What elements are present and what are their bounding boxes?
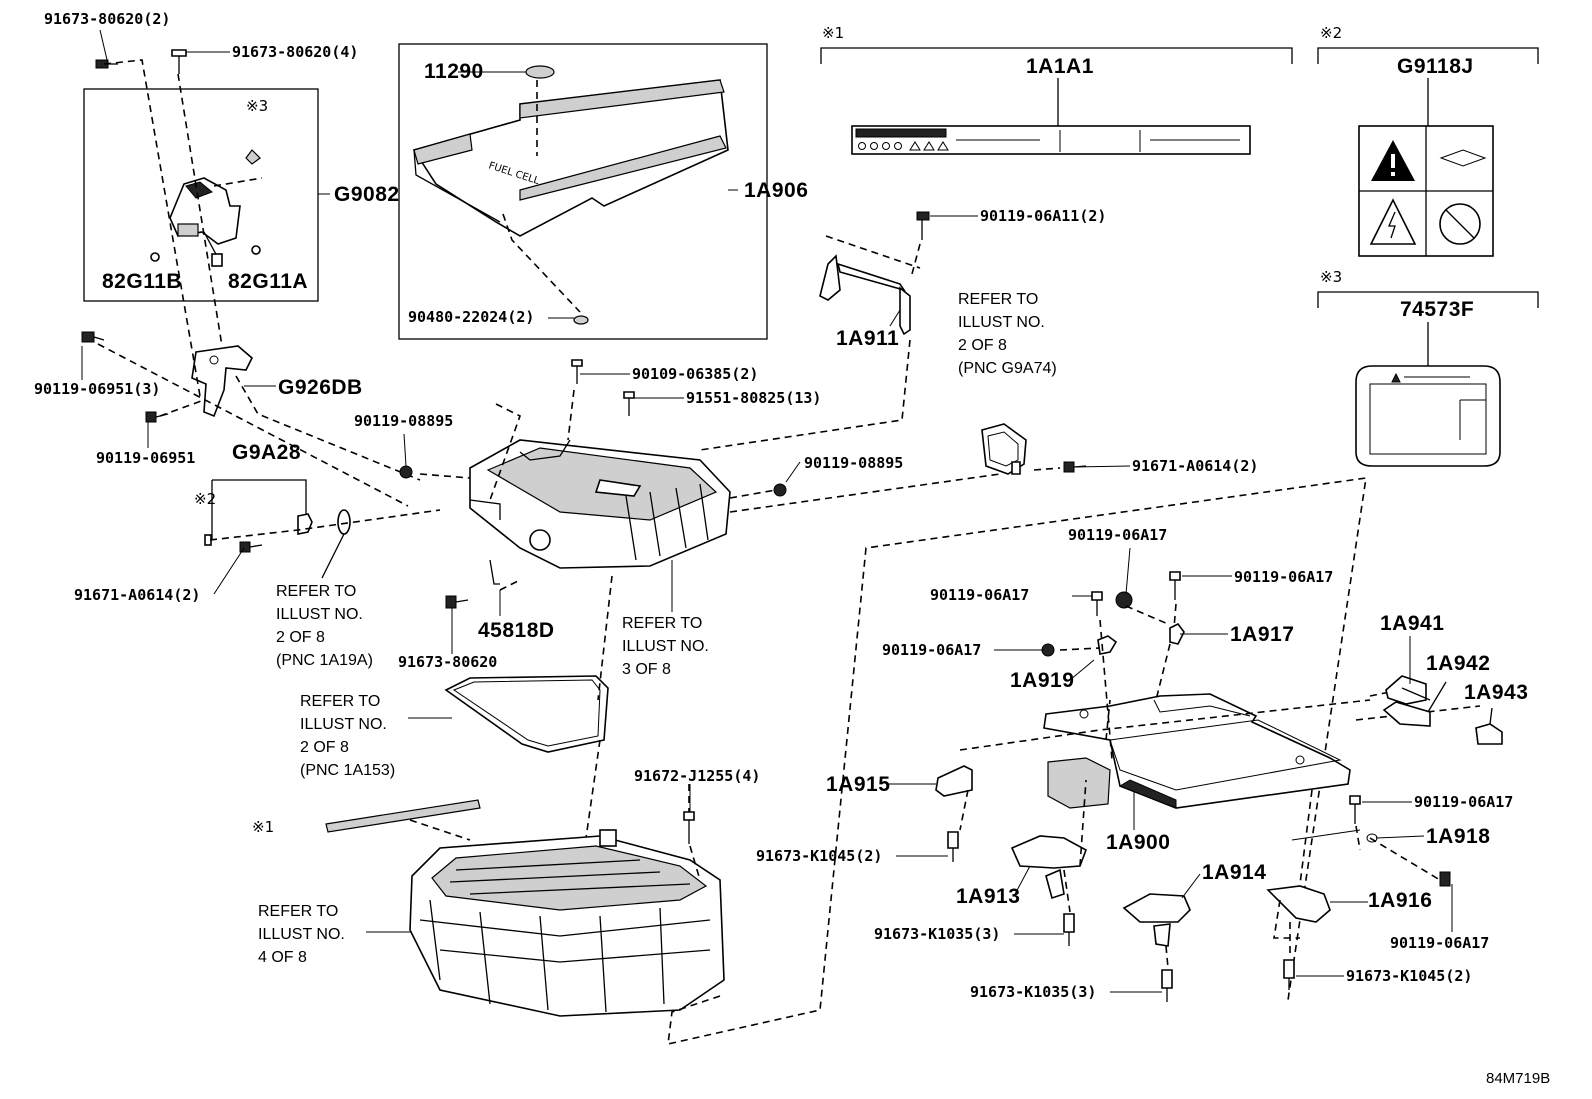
part-label[interactable]: 1A919	[1010, 669, 1075, 692]
refer-note: REFER TO ILLUST NO. 3 OF 8	[622, 615, 709, 678]
sensor-assembly-icon	[150, 149, 261, 267]
gasket-icon	[444, 675, 609, 753]
part-label[interactable]: G9118J	[1397, 55, 1474, 78]
bolt-icon	[399, 359, 787, 609]
refer-note: REFER TO ILLUST NO. 2 OF 8 (PNC G9A74)	[958, 291, 1057, 377]
part-label[interactable]: 1A916	[1368, 889, 1433, 912]
part-label[interactable]: 91673-K1045(2)	[756, 847, 883, 865]
bracket-1a913-icon	[1010, 835, 1087, 946]
part-label[interactable]: 90119-08895	[354, 412, 454, 430]
part-label[interactable]: 74573F	[1400, 298, 1475, 321]
bracket-g9a28-icon	[204, 509, 351, 553]
engine-cover-icon: FUEL CELL	[412, 65, 729, 325]
bracket-note2	[1317, 47, 1539, 64]
part-label[interactable]: 90119-06A17	[882, 641, 982, 659]
part-label[interactable]: 90119-06951	[96, 449, 196, 467]
note-marker: ※2	[194, 490, 217, 508]
part-label[interactable]: 1A913	[956, 885, 1021, 908]
refer-note: REFER TO ILLUST NO. 4 OF 8	[258, 903, 345, 966]
part-label[interactable]: 91673-80620(4)	[232, 43, 359, 61]
part-label[interactable]: 1A906	[744, 179, 809, 202]
part-label[interactable]: 1A941	[1380, 612, 1445, 635]
bracket-note1	[820, 47, 1293, 64]
leader-lines	[81, 29, 1453, 993]
part-label[interactable]: 1A900	[1106, 831, 1171, 854]
part-label[interactable]: 91551-80825(13)	[686, 389, 822, 407]
bolt-icon	[81, 49, 187, 423]
part-label[interactable]: 91673-80620	[398, 653, 498, 671]
part-label[interactable]: G9A28	[232, 441, 302, 464]
bracket-1a916-icon	[1266, 885, 1331, 990]
part-label[interactable]: 45818D	[478, 619, 555, 642]
bracket-1a915-icon	[935, 765, 973, 862]
part-label[interactable]: 90119-06A17	[930, 586, 1030, 604]
note-marker: ※1	[822, 24, 845, 42]
cover-box	[398, 43, 768, 340]
part-label[interactable]: G9082	[334, 183, 400, 206]
note-marker: ※2	[1320, 24, 1343, 42]
bracket-1a911-icon	[819, 211, 930, 336]
part-label[interactable]: 1A914	[1202, 861, 1267, 884]
part-label[interactable]: 11290	[424, 60, 484, 83]
part-label[interactable]: 1A943	[1464, 681, 1529, 704]
part-label[interactable]: 91672-J1255(4)	[634, 767, 761, 785]
part-label[interactable]: 82G11A	[228, 270, 309, 293]
part-label[interactable]: 90119-06A11(2)	[980, 207, 1107, 225]
part-label[interactable]: G926DB	[278, 376, 363, 399]
part-label[interactable]: 90119-06A17	[1068, 526, 1168, 544]
part-label[interactable]: 1A917	[1230, 623, 1295, 646]
fc-converter-lower-icon	[409, 811, 725, 1017]
part-label[interactable]: 90480-22024(2)	[408, 308, 535, 326]
part-label[interactable]: 1A1A1	[1026, 55, 1094, 78]
bracket-g926db-icon	[191, 345, 253, 418]
part-label[interactable]: 90119-08895	[804, 454, 904, 472]
note-marker: ※3	[246, 97, 269, 115]
part-label[interactable]: 1A915	[826, 773, 891, 796]
label-1a1a1-icon	[851, 125, 1251, 155]
note-marker: ※1	[252, 818, 275, 836]
part-label[interactable]: 90119-06A17	[1234, 568, 1334, 586]
note-marker: ※3	[1320, 268, 1343, 286]
part-label[interactable]: 1A918	[1426, 825, 1491, 848]
part-label[interactable]: 91671-A0614(2)	[74, 586, 201, 604]
g9082-box	[83, 88, 319, 302]
base-plate-1a900-icon	[1043, 693, 1351, 809]
part-label[interactable]: 90119-06A17	[1390, 934, 1490, 952]
refer-note: REFER TO ILLUST NO. 2 OF 8 (PNC 1A19A)	[276, 583, 373, 669]
part-label[interactable]: 90119-06A17	[1414, 793, 1514, 811]
bracket-note3	[1317, 291, 1539, 308]
part-label[interactable]: 91673-K1035(3)	[970, 983, 1097, 1001]
label-74573f-icon	[1355, 365, 1501, 467]
part-label[interactable]: 1A942	[1426, 652, 1491, 675]
refer-note: REFER TO ILLUST NO. 2 OF 8 (PNC 1A153)	[300, 693, 396, 779]
part-label[interactable]: 82G11B	[102, 270, 183, 293]
part-label[interactable]: 91673-K1035(3)	[874, 925, 1001, 943]
part-label[interactable]: 91673-K1045(2)	[1346, 967, 1473, 985]
part-label[interactable]: 91673-80620(2)	[44, 10, 171, 28]
fc-converter-upper-icon	[469, 439, 731, 569]
part-label[interactable]: 90109-06385(2)	[632, 365, 759, 383]
label-g9118j-icon	[1358, 125, 1494, 257]
bracket-g9a74-icon	[981, 423, 1087, 475]
bracket-1a914-icon	[1122, 893, 1191, 1002]
part-label[interactable]: 1A911	[836, 327, 900, 350]
diagram-code: 84M719B	[1486, 1070, 1551, 1087]
part-label[interactable]: 90119-06951(3)	[34, 380, 161, 398]
part-label[interactable]: 91671-A0614(2)	[1132, 457, 1259, 475]
